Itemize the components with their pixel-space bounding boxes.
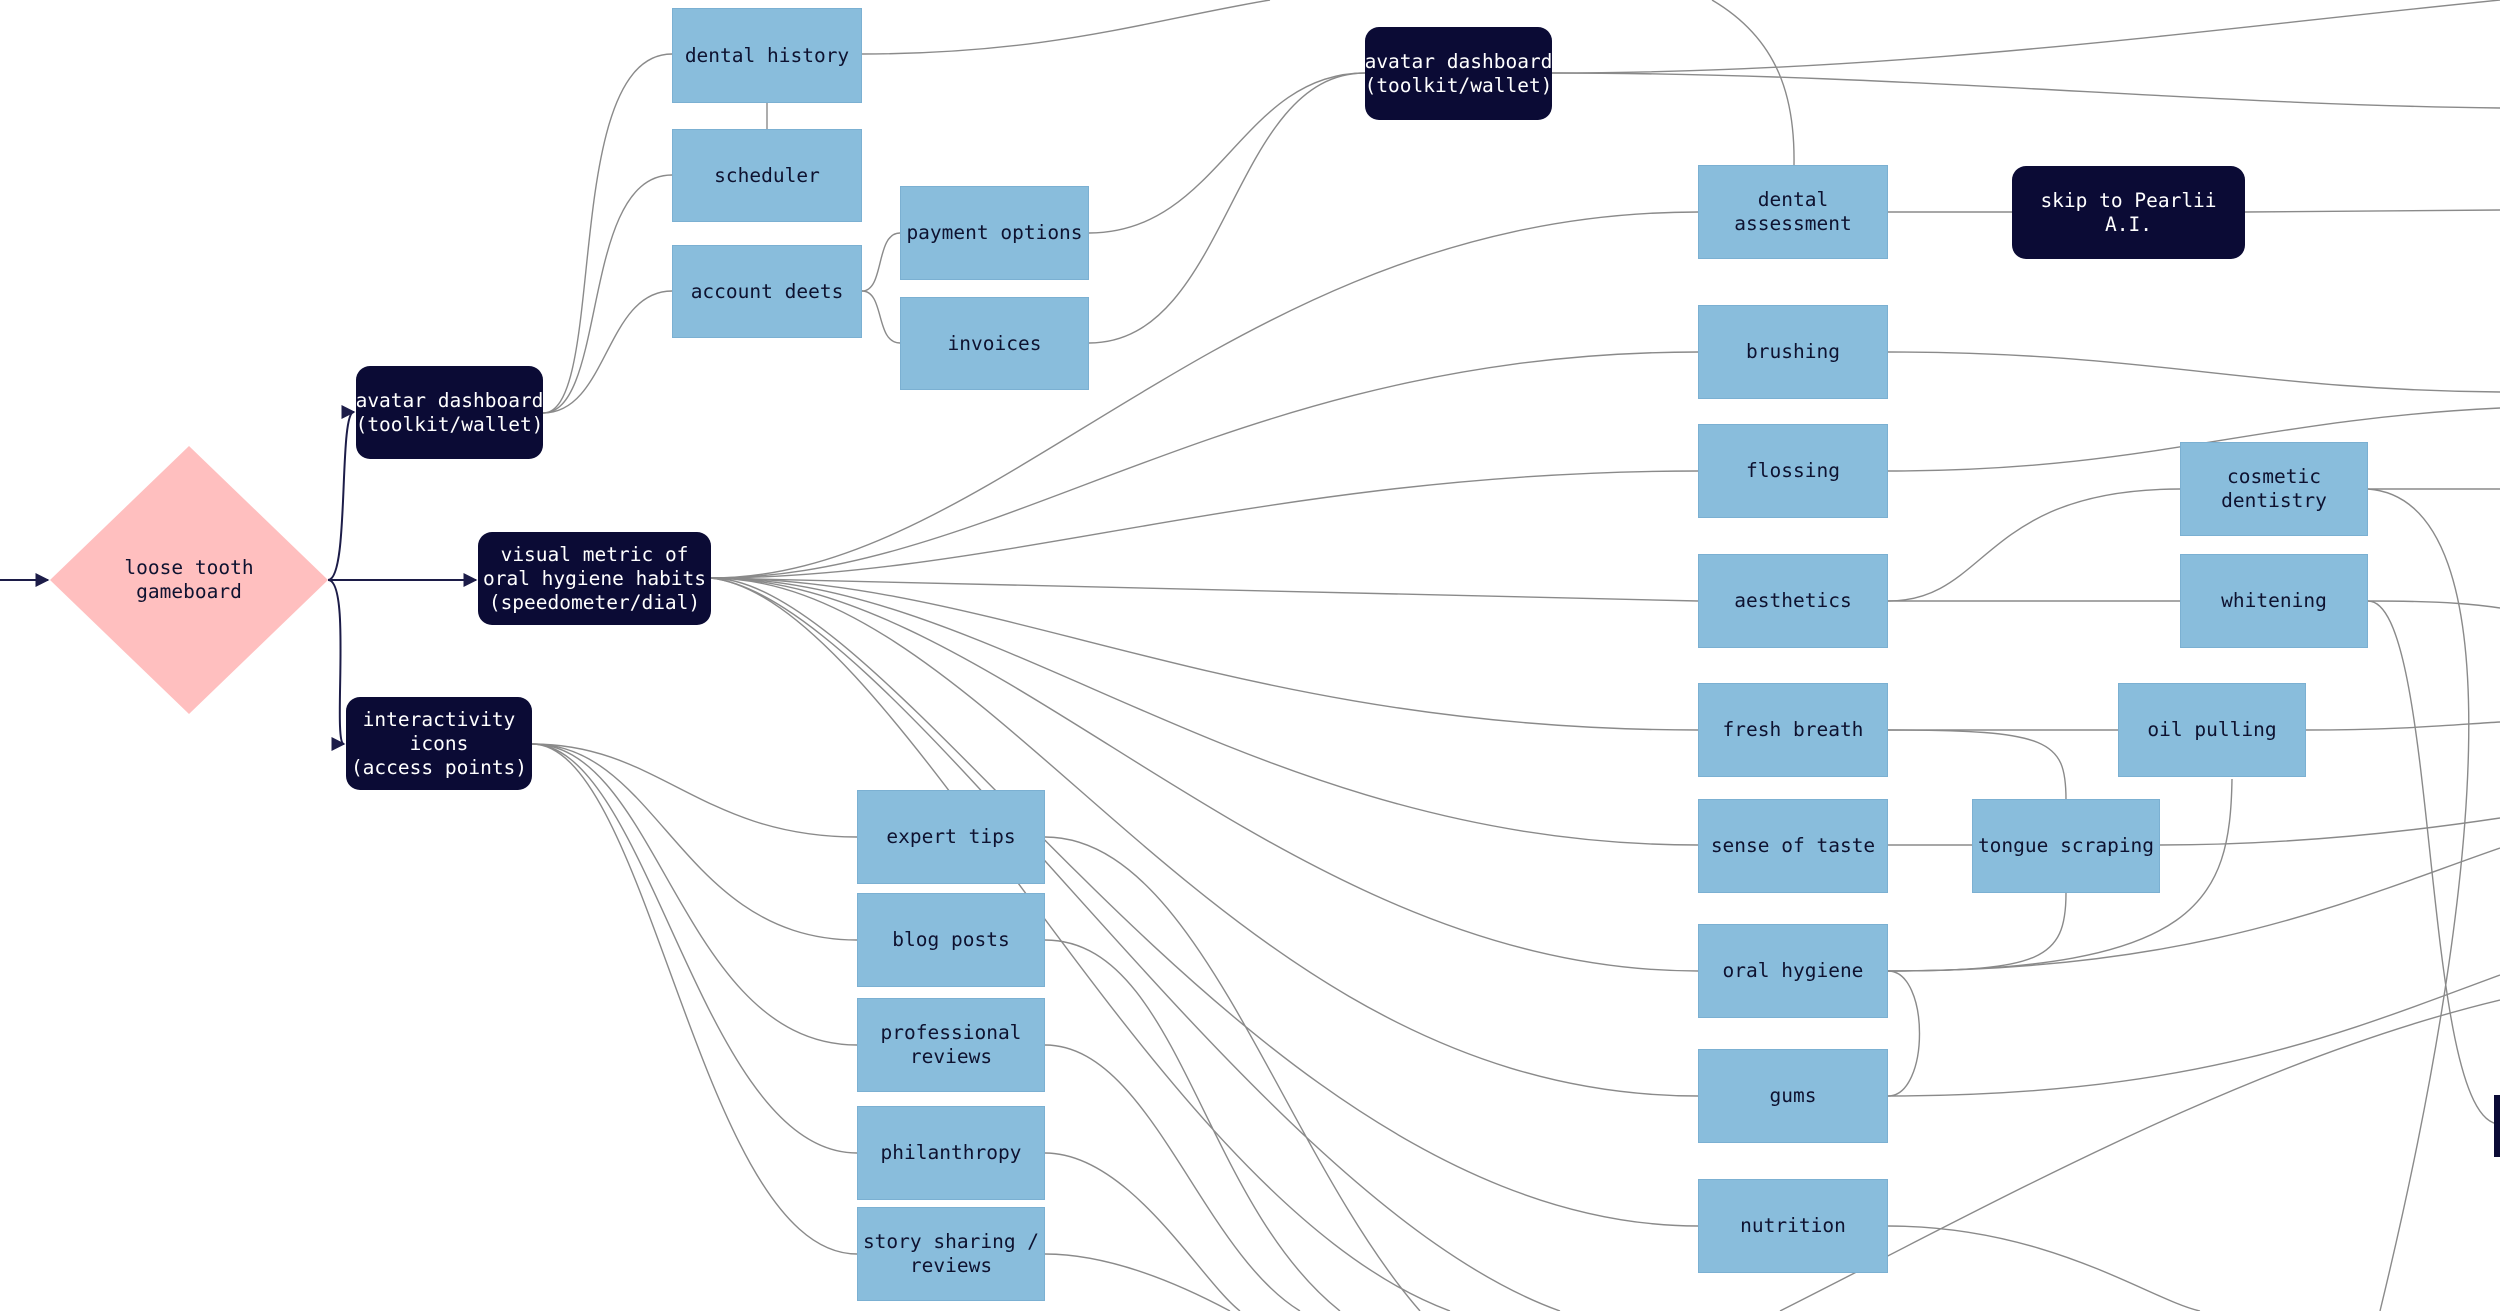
start-label: loose tooth gameboard (124, 556, 254, 603)
avatar-dashboard-top[interactable]: avatar dashboard (toolkit/wallet) (1365, 27, 1552, 120)
edge-metric-to-nutrition (710, 577, 1699, 1227)
edge-gums-offpage (1887, 974, 2500, 1097)
edge-metric-to-aesthetics (710, 577, 1699, 602)
edge-tongue-offpage (2159, 817, 2500, 846)
edge-account-to-invoices (861, 290, 901, 344)
edge-cosmetic-down (2367, 488, 2470, 1311)
edge-oral-hygiene-offpage (1887, 847, 2500, 972)
edge-skip-offpage (2244, 209, 2500, 213)
edge-blog-posts-offpage (1044, 939, 1341, 1311)
edge-start-to-interactivity (327, 579, 346, 751)
edge-fresh-breath-to-tongue (1887, 729, 2067, 801)
edge-philanthropy-offpage (1044, 1152, 1241, 1311)
expert-tips-node[interactable]: expert tips (857, 790, 1045, 884)
dental-history-node[interactable]: dental history (672, 8, 862, 103)
edge-start-to-avatar-left (327, 405, 356, 581)
flossing-node[interactable]: flossing (1698, 424, 1888, 518)
edge-interactivity-to-professional-reviews (531, 743, 858, 1046)
edge-aesthetics-to-cosmetic (1887, 488, 2181, 602)
whitening-node[interactable]: whitening (2180, 554, 2368, 648)
edge-metric-to-sense-of-taste (710, 577, 1699, 846)
edge-interactivity-to-blog-posts (531, 743, 858, 941)
edge-professional-reviews-offpage (1044, 1044, 1301, 1311)
edge-whitening-down (2367, 600, 2500, 1125)
edge-avatar-to-account-deets (542, 290, 673, 414)
edge-interactivity-to-story-sharing (531, 743, 858, 1255)
story-sharing-node[interactable]: story sharing / reviews (857, 1207, 1045, 1301)
edge-avatar-to-scheduler (542, 174, 673, 414)
professional-reviews-node[interactable]: professional reviews (857, 998, 1045, 1092)
edge-metric-to-gums (710, 577, 1699, 1097)
visual-metric-node[interactable]: visual metric of oral hygiene habits (sp… (478, 532, 711, 625)
edge-avatar-top-offpage-2 (1551, 72, 2500, 109)
edge-oral-hygiene-to-gums (1887, 970, 1921, 1097)
account-deets-node[interactable]: account deets (672, 245, 862, 338)
scheduler-node[interactable]: scheduler (672, 129, 862, 222)
loose-tooth-gameboard-start[interactable]: loose tooth gameboard (50, 446, 328, 714)
edge-metric-to-oral-hygiene (710, 577, 1699, 972)
edge-avatar-to-dental-history (542, 53, 673, 414)
cosmetic-dentistry-node[interactable]: cosmetic dentistry (2180, 442, 2368, 536)
edge-whitening-offpage (2367, 600, 2500, 609)
blog-posts-node[interactable]: blog posts (857, 893, 1045, 987)
edge-interactivity-to-philanthropy (531, 743, 858, 1154)
payment-options-node[interactable]: payment options (900, 186, 1089, 280)
oral-hygiene-node[interactable]: oral hygiene (1698, 924, 1888, 1018)
diamond-shape (50, 446, 328, 714)
edge-metric-to-flossing (710, 470, 1699, 579)
edge-expert-tips-offpage (1044, 836, 1421, 1311)
edge-offpage-to-dental-assessment (1711, 0, 1795, 166)
edge-metric-to-fresh-breath (710, 577, 1699, 731)
skip-to-pearlii-node[interactable]: skip to Pearlii A.I. (2012, 166, 2245, 259)
interactivity-icons-node[interactable]: interactivity icons (access points) (346, 697, 532, 790)
sense-of-taste-node[interactable]: sense of taste (1698, 799, 1888, 893)
edge-metric-offpage-1 (710, 577, 1451, 1311)
edge-interactivity-to-expert-tips (531, 743, 858, 838)
edge-brushing-offpage (1887, 351, 2500, 393)
invoices-node[interactable]: invoices (900, 297, 1089, 390)
dental-assessment-node[interactable]: dental assessment (1698, 165, 1888, 259)
edge-nutrition-offpage (1887, 1225, 2201, 1311)
edge-bottom-crossing (1779, 999, 2500, 1311)
gums-node[interactable]: gums (1698, 1049, 1888, 1143)
edge-metric-offpage-2 (710, 577, 1561, 1311)
edge-metric-to-assessment (710, 211, 1699, 579)
edge-avatar-top-offpage-1 (1551, 0, 2500, 74)
fresh-breath-node[interactable]: fresh breath (1698, 683, 1888, 777)
nutrition-node[interactable]: nutrition (1698, 1179, 1888, 1273)
edge-payment-to-avatar-top (1088, 72, 1366, 234)
edge-oral-hygiene-to-tongue (1887, 892, 2067, 972)
brushing-node[interactable]: brushing (1698, 305, 1888, 399)
aesthetics-node[interactable]: aesthetics (1698, 554, 1888, 648)
edge-oil-pulling-offpage (2305, 721, 2500, 731)
edge-metric-to-brushing (710, 351, 1699, 579)
edge-invoices-to-avatar-top (1088, 72, 1366, 344)
offpage-node-edge (2494, 1095, 2500, 1157)
avatar-dashboard-left[interactable]: avatar dashboard (toolkit/wallet) (356, 366, 543, 459)
edge-dental-history-offpage (861, 0, 1271, 55)
edge-account-to-payment (861, 232, 901, 292)
oil-pulling-node[interactable]: oil pulling (2118, 683, 2306, 777)
philanthropy-node[interactable]: philanthropy (857, 1106, 1045, 1200)
tongue-scraping-node[interactable]: tongue scraping (1972, 799, 2160, 893)
edge-story-sharing-offpage (1044, 1253, 1231, 1311)
